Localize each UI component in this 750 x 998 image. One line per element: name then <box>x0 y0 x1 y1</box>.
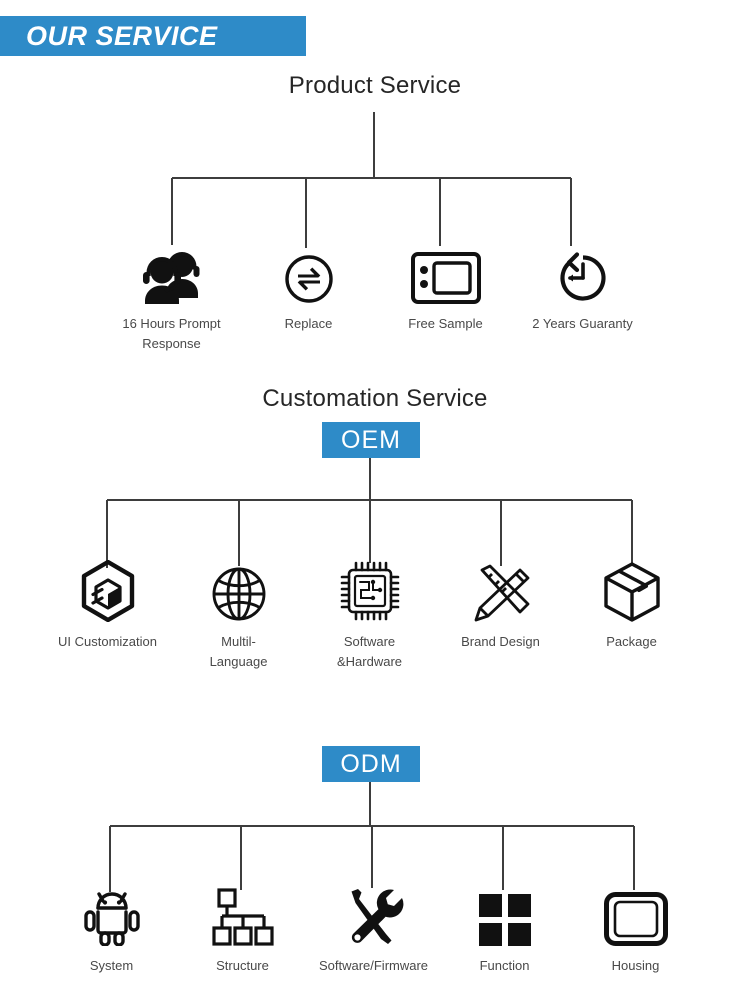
screwdriver-wrench-icon <box>344 884 404 946</box>
node-housing[interactable]: Housing <box>570 884 701 976</box>
four-squares-grid-icon <box>478 884 531 946</box>
node-label: Function <box>479 958 530 973</box>
node-brand-design[interactable]: Brand Design <box>435 560 566 672</box>
clock-rewind-icon <box>557 242 609 304</box>
node-label: Package <box>606 634 657 649</box>
android-robot-icon <box>83 884 140 946</box>
node-software-hardware[interactable]: Software &Hardware <box>304 560 435 672</box>
node-ui-customization[interactable]: UI Customization <box>42 560 173 672</box>
rounded-frame-icon <box>603 884 668 946</box>
banner-title: OUR SERVICE <box>26 20 218 51</box>
hierarchy-tree-icon <box>211 884 274 946</box>
node-structure[interactable]: Structure <box>177 884 308 976</box>
support-headset-icon <box>139 242 205 304</box>
page-title-customation-service: Customation Service <box>262 385 488 412</box>
node-free-sample[interactable]: Free Sample <box>377 242 514 354</box>
package-box-icon <box>603 560 660 622</box>
badge-odm: ODM <box>322 746 420 782</box>
node-label: System <box>89 958 134 973</box>
page-title-product-service: Product Service <box>288 72 462 99</box>
section-banner: OUR SERVICE <box>0 16 306 56</box>
node-label: Software &Hardware <box>336 634 403 669</box>
node-label: 16 Hours Prompt Response <box>122 316 221 351</box>
node-label: UI Customization <box>58 634 157 649</box>
microwave-device-icon <box>410 242 481 304</box>
node-system[interactable]: System <box>46 884 177 976</box>
node-function[interactable]: Function <box>439 884 570 976</box>
node-label: Brand Design <box>461 634 540 649</box>
node-label: 2 Years Guaranty <box>532 316 633 331</box>
node-package[interactable]: Package <box>566 560 697 672</box>
node-label: Replace <box>284 316 333 331</box>
badge-oem: OEM <box>322 422 420 458</box>
node-multil-language[interactable]: Multil- Language <box>173 560 304 672</box>
hexagon-box-icon <box>79 560 137 622</box>
oem-node-row: UI Customization Multil- Language <box>0 560 750 672</box>
node-label: Structure <box>216 958 269 973</box>
globe-icon <box>211 560 267 622</box>
product-service-node-row: 16 Hours Prompt Response Replace <box>0 242 750 354</box>
node-label: Software/Firmware <box>318 958 429 973</box>
exchange-circle-icon <box>284 242 334 304</box>
node-label: Housing <box>611 958 660 973</box>
pencil-ruler-icon <box>472 560 530 622</box>
cpu-chip-icon <box>339 560 401 622</box>
node-label: Multil- Language <box>209 634 268 669</box>
node-16-hours-prompt-response[interactable]: 16 Hours Prompt Response <box>103 242 240 354</box>
node-software-firmware[interactable]: Software/Firmware <box>308 884 439 976</box>
node-replace[interactable]: Replace <box>240 242 377 354</box>
node-2-years-guaranty[interactable]: 2 Years Guaranty <box>514 242 651 354</box>
odm-node-row: System Struc <box>0 884 750 976</box>
node-label: Free Sample <box>408 316 483 331</box>
